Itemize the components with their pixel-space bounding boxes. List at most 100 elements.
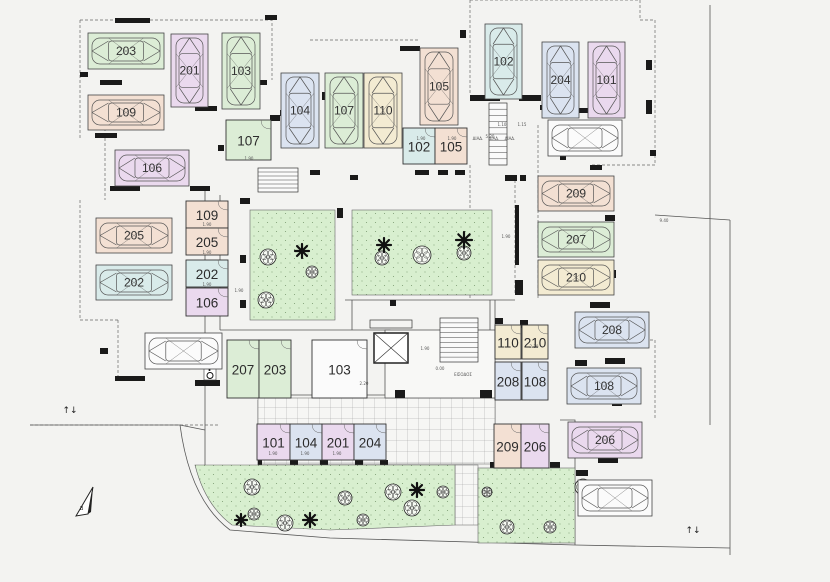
wall-segment: [320, 460, 328, 466]
storage-room-number: 208: [497, 375, 520, 390]
storage-room-number: 206: [524, 440, 547, 455]
storage-room-box: [494, 361, 522, 401]
plan-line: [654, 214, 731, 221]
wall-segment: [115, 376, 145, 381]
door-swing-icon: [510, 361, 522, 372]
storage-room-number: 209: [496, 440, 519, 455]
parking-spot: 110: [363, 72, 403, 149]
storage-room-number: 210: [524, 336, 547, 351]
wheelchair-icon: [203, 367, 217, 381]
wall-segment: [100, 80, 122, 85]
wall-segment: [310, 170, 320, 175]
storage-room-box: [521, 361, 549, 401]
storage-room-box: [185, 259, 229, 288]
wall-segment: [590, 165, 602, 170]
parking-spot: 108: [566, 367, 642, 405]
storage-room: 106: [185, 287, 229, 317]
parking-spot-number: 106: [142, 161, 162, 175]
palm-icon: [408, 481, 426, 499]
door-swing-icon: [538, 423, 550, 434]
car-icon: [571, 426, 639, 454]
wall-segment: [350, 175, 358, 180]
storage-room-number: 110: [497, 336, 519, 351]
door-swing-icon: [217, 259, 229, 270]
parking-spot: 105: [419, 47, 459, 126]
parking-spot: 208: [574, 311, 650, 349]
wall-segment: [590, 302, 610, 308]
parking-spot: 206: [567, 421, 643, 459]
parking-spot: 201: [170, 33, 209, 108]
parking-spot-number: 203: [116, 44, 136, 58]
car-icon: [148, 337, 219, 365]
storage-room: 204: [353, 423, 387, 461]
shrub-icon: [259, 248, 277, 266]
car-icon: [424, 51, 454, 122]
shrub-icon: [305, 265, 319, 279]
shrub-icon: [543, 520, 557, 534]
parking-spot-number: 110: [373, 104, 392, 118]
storage-room: 201: [321, 423, 355, 461]
shrub-icon: [257, 291, 275, 309]
parking-spot: 109: [87, 94, 165, 131]
door-swing-icon: [343, 423, 355, 434]
storage-room: 108: [521, 361, 549, 401]
parking-spot-number: 208: [602, 323, 622, 337]
storage-room-box: [185, 227, 229, 256]
parking-spot-number: 103: [231, 64, 251, 78]
car-icon: [489, 27, 518, 96]
wall-segment: [195, 380, 220, 386]
wall-segment: [515, 280, 523, 295]
wall-segment: [195, 106, 217, 111]
wall-segment: [190, 186, 210, 191]
car-icon: [118, 154, 186, 182]
parking-spot-number: 206: [595, 433, 615, 447]
storage-room-number: 204: [359, 436, 382, 451]
parking-spot-number: 105: [429, 80, 449, 94]
storage-room: 101: [256, 423, 291, 461]
storage-room-box: [185, 287, 229, 317]
door-swing-icon: [537, 361, 549, 372]
storage-room: 109: [185, 200, 229, 229]
storage-room-number: 106: [196, 296, 219, 311]
storage-room-number: 109: [196, 208, 219, 223]
dimension-label: 1.90: [421, 346, 430, 351]
building-structure: [30, 0, 731, 555]
wall-segment: [550, 462, 560, 468]
dimension-label: 1.10: [498, 122, 507, 127]
storage-room: 202: [185, 259, 229, 288]
wall-segment: [646, 100, 652, 114]
door-swing-icon: [279, 423, 291, 434]
storage-room-box: [289, 423, 323, 461]
door-swing-icon: [537, 324, 549, 335]
door-swing-icon: [510, 324, 522, 335]
storage-room-box: [520, 423, 550, 469]
wall-segment: [80, 72, 88, 77]
shrub-icon: [374, 250, 390, 266]
parking-spot-number: 109: [116, 106, 136, 120]
shrub-icon: [436, 485, 450, 499]
door-swing-icon: [356, 339, 368, 350]
wall-segment: [390, 300, 396, 306]
paved-path: [454, 464, 479, 526]
parking-spot-number: 108: [594, 379, 614, 393]
car-icon: [91, 99, 161, 126]
palm-icon: [233, 512, 249, 528]
plan-line: [179, 424, 206, 431]
wall-segment: [100, 348, 108, 354]
wall-segment: [337, 208, 343, 218]
car-icon: [285, 76, 315, 145]
door-swing-icon: [260, 119, 272, 130]
door-swing-icon: [424, 127, 436, 138]
shrub-icon: [276, 514, 294, 532]
parking-spot: 209: [537, 175, 615, 212]
car-icon: [99, 269, 169, 296]
storage-room: 209: [493, 423, 522, 469]
storage-room-number: 205: [196, 235, 219, 250]
wall-segment: [520, 175, 526, 181]
storage-room-number: 103: [328, 363, 351, 378]
wall-segment: [115, 18, 150, 23]
storage-room-box: [311, 339, 368, 399]
elevator-door: [369, 319, 413, 329]
